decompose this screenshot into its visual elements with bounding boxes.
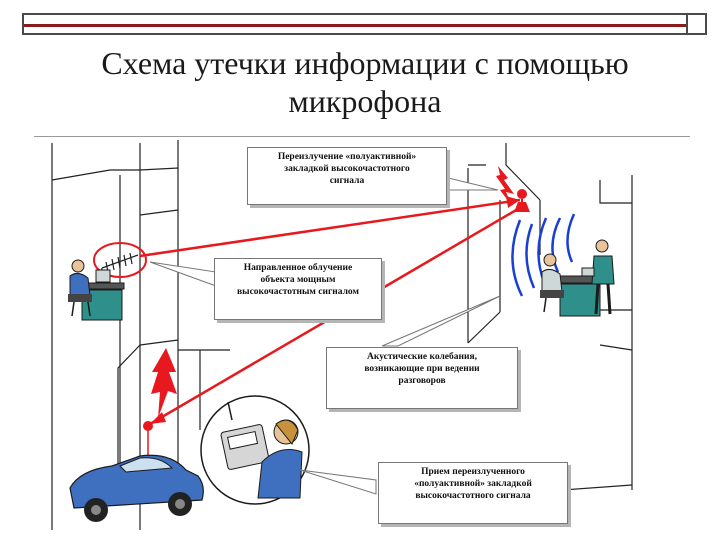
callout-directed-line2: объекта мощным (260, 275, 336, 285)
callout-reception-line1: Прием переизлученного (421, 467, 525, 477)
top-decor-red-line (24, 24, 705, 27)
top-decor-corner-box (686, 13, 707, 35)
callout-acoustic-line2: возникающие при ведении (364, 364, 480, 374)
callout-acoustic-line1: Акустические колебания, (367, 352, 477, 362)
callout-directed-line3: высокочастотным сигналом (237, 287, 359, 297)
callout-directed-line1: Направленное облучение (243, 263, 353, 273)
callout-pointers (149, 175, 501, 495)
lightning-bolt-icon (496, 166, 514, 206)
radio-bug-icon (514, 189, 530, 212)
callout-acoustic-line3: разговоров (398, 376, 446, 386)
callout-directed-irradiation: Направленное облучение объекта мощным вы… (214, 258, 382, 320)
slide-title-line1: Схема утечки информации с помощью (101, 45, 629, 81)
callout-reradiation-line2: закладкой высокочастотного (284, 164, 410, 174)
office-conversation-illustration (540, 239, 615, 317)
car-illustration (69, 454, 204, 522)
slide-title: Схема утечки информации с помощью микроф… (40, 44, 690, 120)
callout-reradiation: Переизлучение «полуактивной» закладкой в… (247, 147, 447, 205)
callout-reception-line2: «полуактивной» закладкой (414, 479, 532, 489)
lightning-bolt-icon (151, 348, 177, 418)
slide-title-line2: микрофона (288, 83, 442, 119)
operator-at-desk-illustration (68, 259, 125, 321)
directed-irradiation-beam (139, 196, 521, 258)
callout-reception-line3: высокочастотного сигнала (415, 491, 531, 501)
callout-acoustic-vibrations: Акустические колебания, возникающие при … (326, 347, 518, 409)
antenna-highlight-ring (93, 242, 147, 278)
receiver-operator-closeup (200, 395, 310, 505)
callout-reradiation-line1: Переизлучение «полуактивной» (277, 152, 417, 162)
callout-reception: Прием переизлученного «полуактивной» зак… (378, 462, 568, 524)
title-underline (34, 136, 690, 137)
callout-reradiation-line3: сигнала (329, 176, 365, 186)
acoustic-waves-icon (511, 213, 576, 297)
